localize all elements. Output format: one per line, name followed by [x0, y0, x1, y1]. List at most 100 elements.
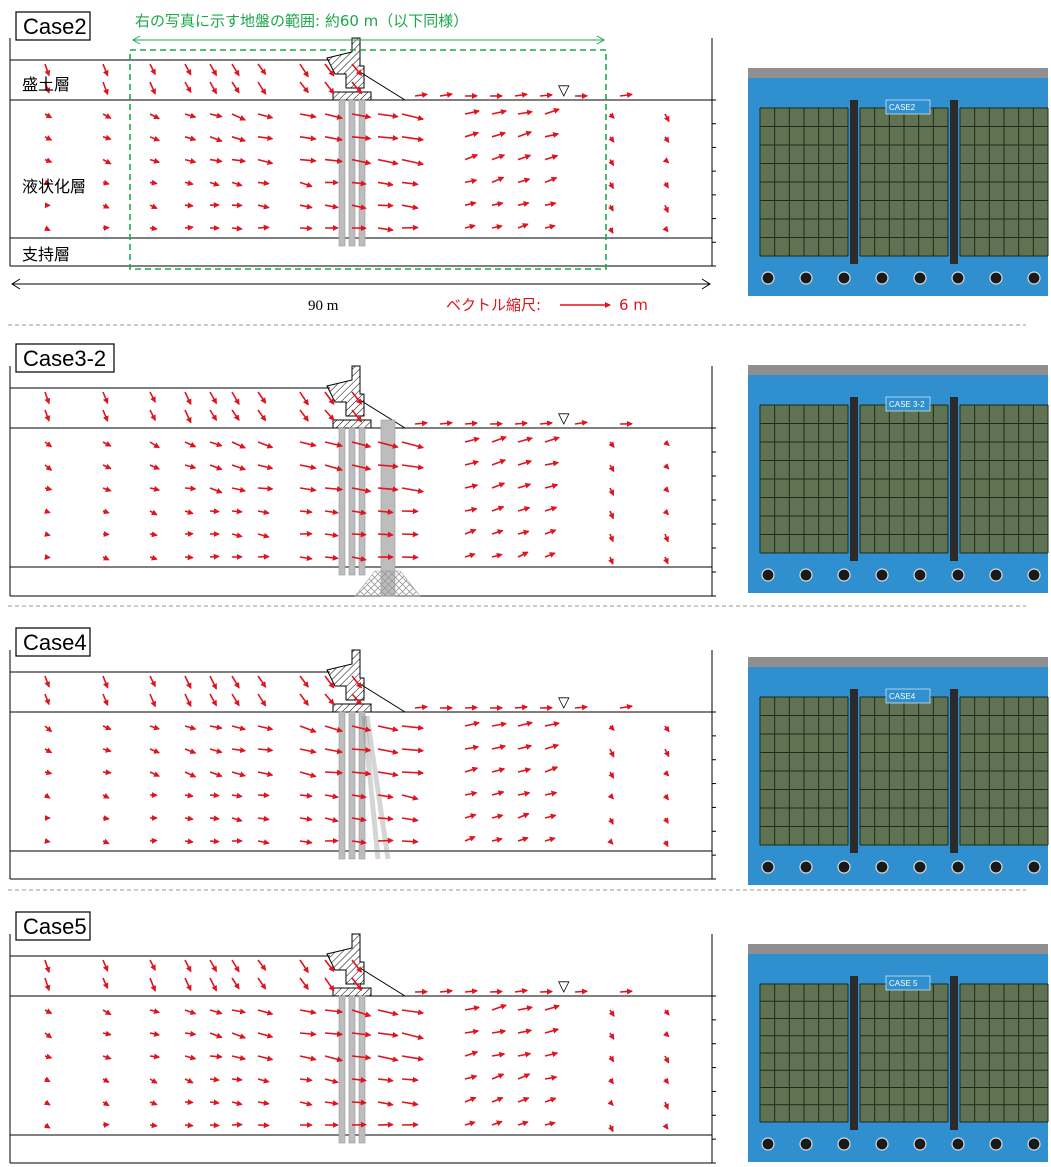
photo-bolt: [761, 568, 775, 582]
displacement-vector: [491, 153, 506, 161]
inclined-pile: [364, 715, 391, 860]
displacement-vector: [184, 792, 194, 799]
displacement-vector: [102, 554, 110, 561]
photo-bolt: [761, 271, 775, 285]
displacement-vector: [184, 112, 197, 119]
displacement-vector: [608, 1009, 615, 1018]
displacement-vector: [401, 816, 419, 823]
displacement-vector: [662, 1077, 669, 1085]
displacement-vector: [102, 769, 112, 776]
displacement-vector: [517, 551, 529, 558]
displacement-vector: [209, 724, 223, 731]
displacement-vector: [257, 959, 267, 971]
displacement-vector: [544, 836, 556, 843]
displacement-vector: [299, 63, 309, 78]
displacement-vector: [149, 113, 160, 120]
displacement-vector: [44, 959, 51, 974]
displacement-vector: [44, 1032, 53, 1039]
displacement-vector: [102, 134, 112, 141]
displacement-vector: [401, 838, 419, 845]
displacement-vector: [299, 81, 309, 94]
displacement-vector: [491, 529, 504, 535]
displacement-vector: [149, 1077, 158, 1084]
displacement-vector: [544, 1120, 556, 1127]
displacement-vector: [102, 179, 110, 186]
displacement-vector: [377, 531, 394, 538]
model-photo: CASE 3-2: [748, 365, 1049, 593]
displacement-vector: [231, 1054, 247, 1061]
photo-bolt: [913, 860, 927, 874]
photo-bolt: [989, 860, 1003, 874]
pile: [358, 711, 366, 860]
displacement-vector: [491, 176, 505, 184]
displacement-vector: [464, 200, 477, 207]
displacement-vector: [607, 838, 614, 845]
displacement-vector: [44, 747, 53, 754]
displacement-vector: [491, 767, 506, 774]
displacement-vector: [102, 693, 109, 707]
displacement-vector: [102, 793, 110, 799]
photo-bolt: [913, 568, 927, 582]
displacement-vector: [184, 81, 192, 94]
displacement-vector: [299, 1030, 317, 1037]
model-photo: CASE 5: [748, 944, 1049, 1162]
displacement-vector: [377, 771, 399, 778]
displacement-vector: [299, 959, 309, 974]
displacement-vector: [464, 1005, 480, 1012]
displacement-vector: [464, 178, 478, 185]
displacement-vector: [662, 157, 670, 164]
photo-bolt: [1027, 860, 1041, 874]
displacement-vector: [377, 202, 394, 209]
photo-divider: [850, 100, 858, 264]
displacement-vector: [491, 1028, 507, 1035]
displacement-vector: [517, 1096, 530, 1103]
displacement-vector: [464, 552, 476, 559]
displacement-vector: [401, 769, 425, 776]
displacement-vector: [608, 748, 615, 758]
displacement-vector: [464, 1096, 477, 1103]
displacement-vector: [324, 693, 335, 706]
displacement-vector: [184, 224, 194, 231]
displacement-vector: [299, 508, 313, 515]
displacement-vector: [544, 483, 559, 489]
displacement-vector: [231, 792, 243, 799]
displacement-vector: [44, 675, 51, 688]
displacement-vector: [102, 724, 112, 731]
displacement-vector: [401, 1032, 425, 1041]
displacement-vector: [149, 81, 156, 95]
displacement-vector: [231, 113, 246, 121]
photo-case-label: CASE2: [889, 103, 916, 112]
displacement-vector: [662, 1123, 669, 1130]
displacement-vector: [257, 409, 267, 422]
displacement-vector: [231, 225, 243, 232]
displacement-vector: [44, 725, 53, 733]
water-level-symbol: ▽: [558, 979, 570, 995]
displacement-vector: [491, 836, 503, 843]
displacement-vector: [324, 675, 335, 689]
displacement-vector: [257, 81, 267, 95]
displacement-vector: [544, 790, 558, 797]
displacement-vector: [102, 746, 112, 753]
displacement-vector: [209, 1032, 223, 1039]
displacement-vector: [351, 204, 367, 211]
displacement-vector: [209, 792, 220, 799]
displacement-vector: [299, 157, 317, 164]
displacement-vector: [517, 1028, 533, 1035]
displacement-vector: [149, 63, 156, 76]
displacement-vector: [464, 223, 476, 230]
photo-range-arrow-right: [596, 35, 606, 45]
displacement-vector: [662, 793, 669, 801]
pile: [358, 99, 366, 247]
displacement-vector: [544, 223, 556, 230]
displacement-vector: [299, 441, 317, 448]
displacement-vector: [44, 441, 53, 448]
displacement-vector: [544, 176, 558, 184]
displacement-vector: [209, 63, 218, 77]
displacement-vector: [231, 464, 247, 471]
photo-case-tag: [885, 99, 931, 115]
displacement-vector: [663, 439, 670, 447]
displacement-vector: [464, 1120, 476, 1127]
displacement-vector: [663, 1030, 670, 1038]
displacement-vector: [663, 204, 669, 214]
